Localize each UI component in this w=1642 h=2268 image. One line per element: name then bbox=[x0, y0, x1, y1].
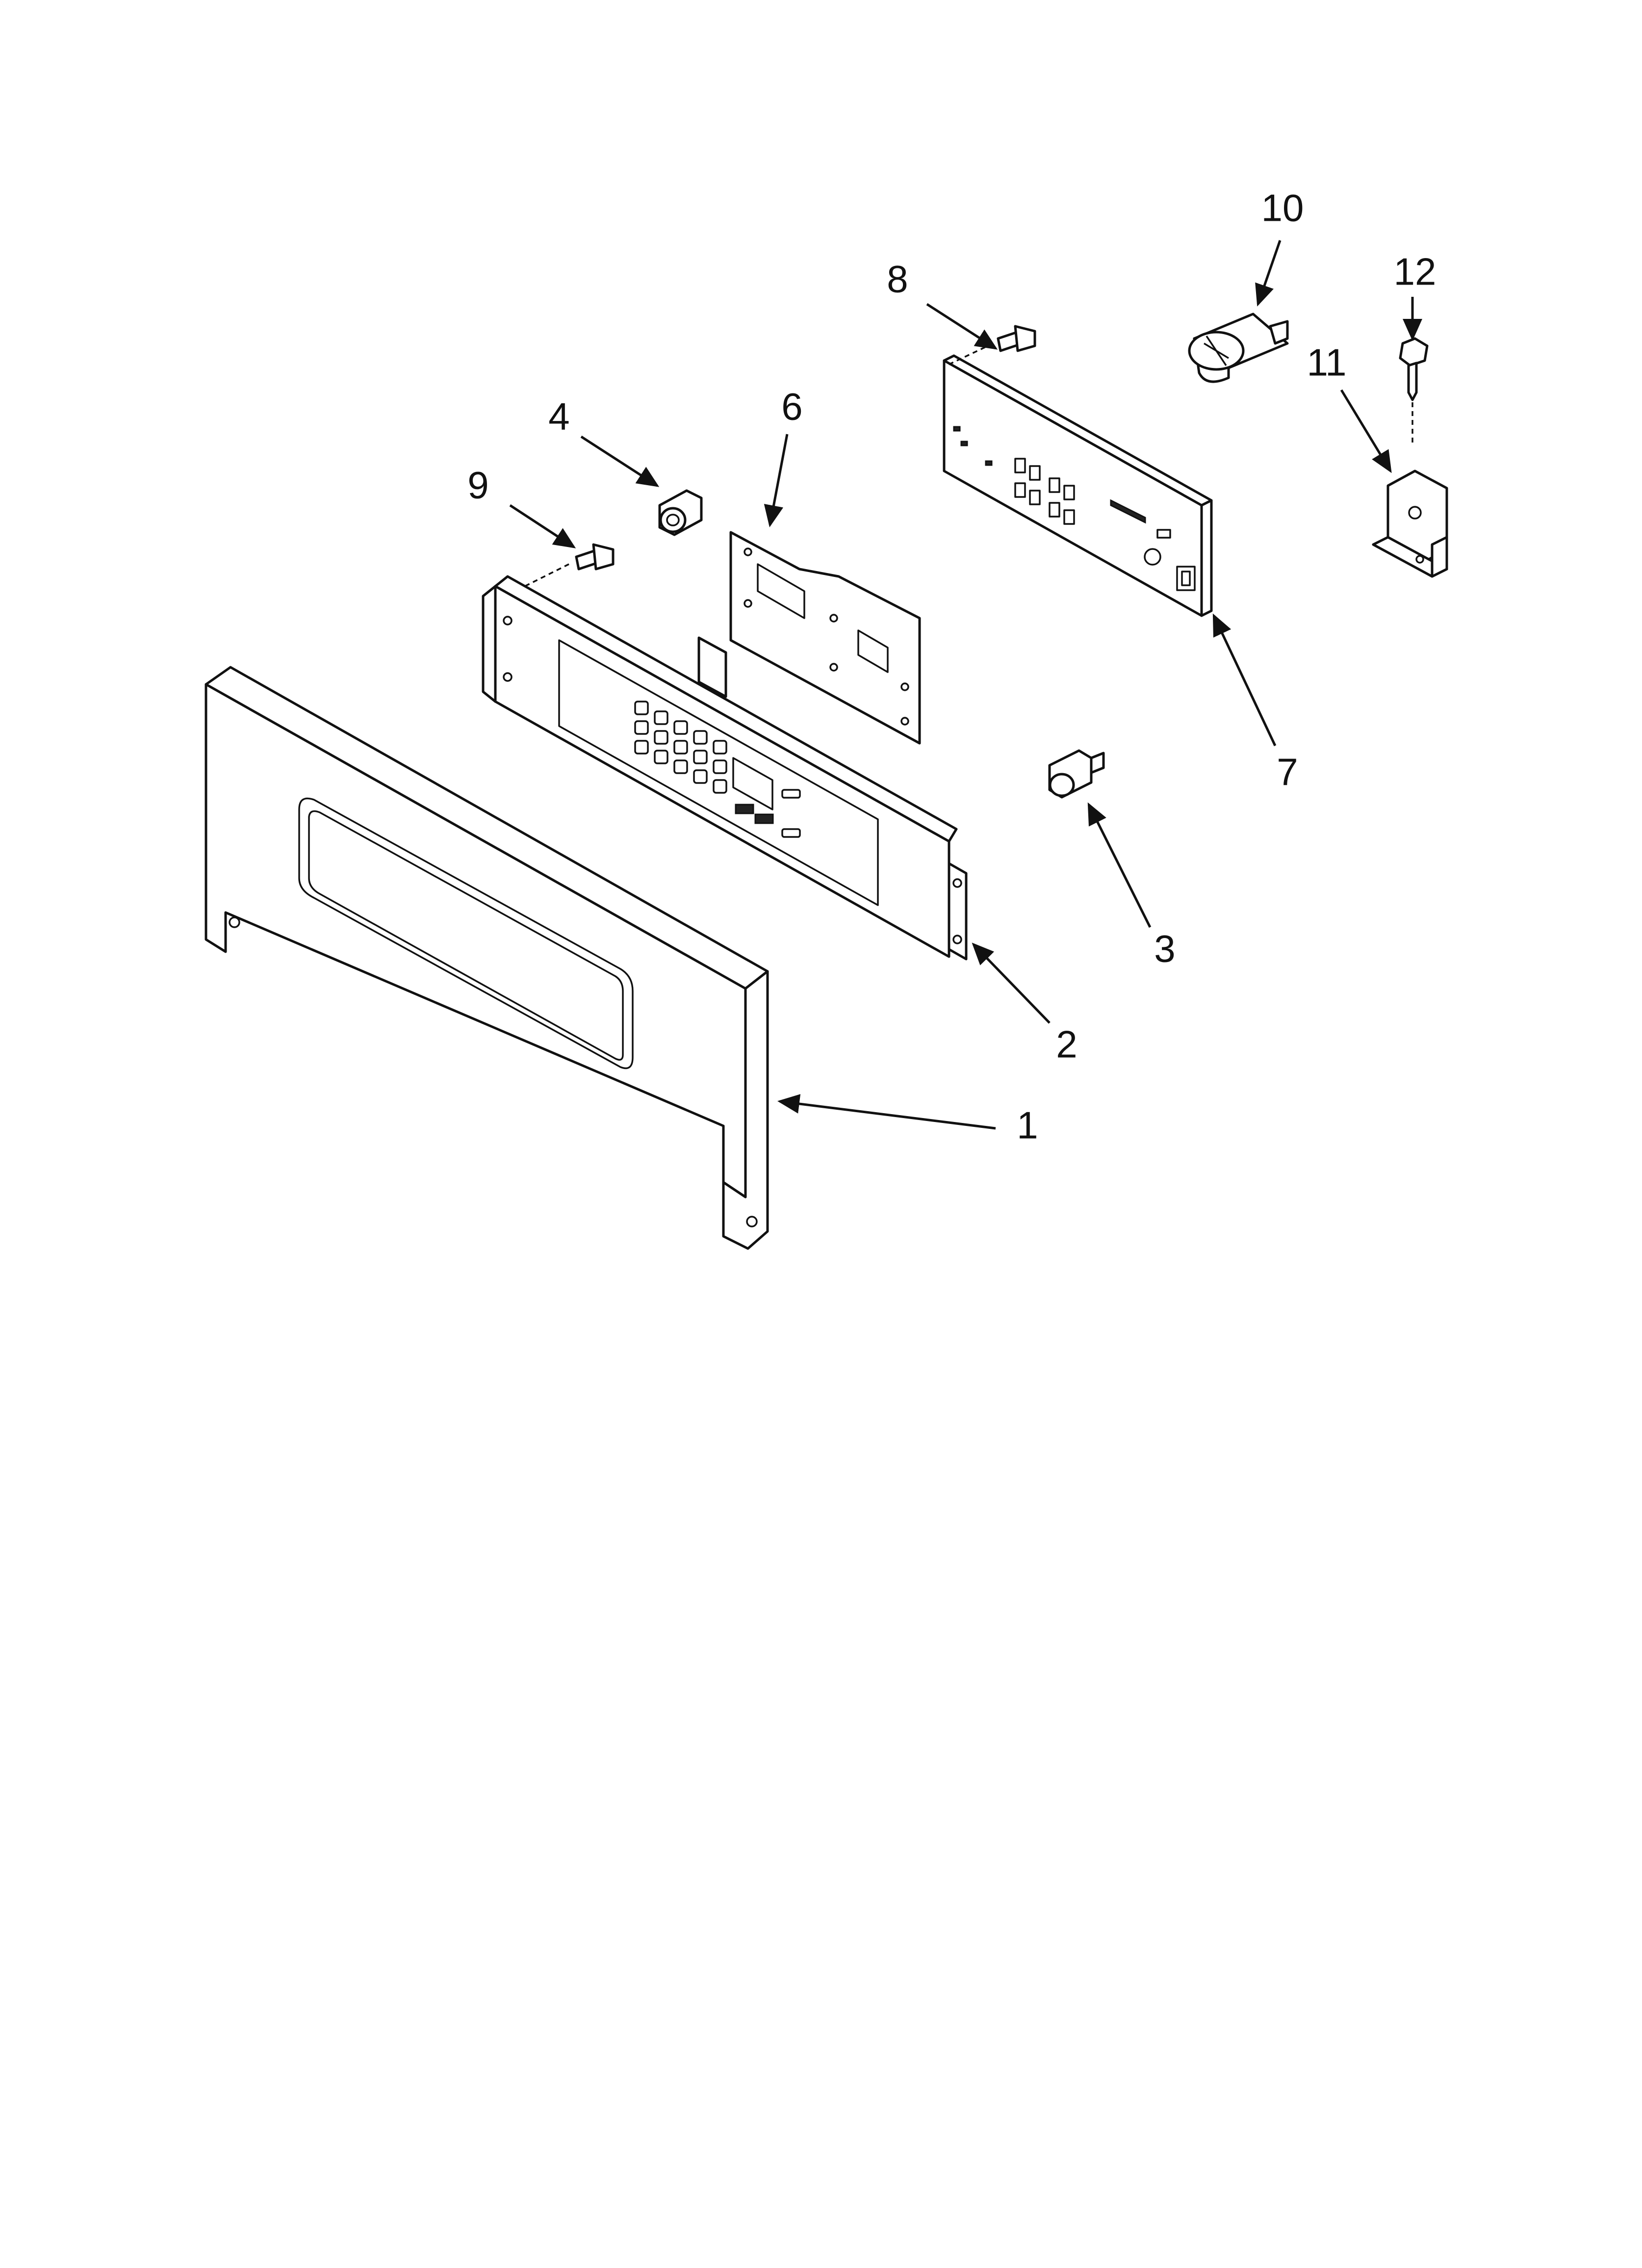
keypad-buttons bbox=[634, 701, 727, 794]
callout-12: 12 bbox=[1394, 250, 1437, 293]
part-12-screw bbox=[1399, 337, 1429, 444]
leader-6 bbox=[764, 434, 789, 527]
display-window bbox=[732, 757, 773, 810]
part-4-spacer bbox=[658, 489, 703, 536]
callout-labels: 1 2 3 4 6 7 8 9 10 11 12 bbox=[467, 186, 1436, 1147]
part-8-screw bbox=[946, 325, 1036, 366]
leader-9 bbox=[509, 504, 576, 548]
callout-7: 7 bbox=[1277, 751, 1298, 794]
part-9-screw bbox=[524, 543, 615, 587]
part-6-insulator-plate bbox=[697, 531, 921, 745]
leader-10 bbox=[1255, 240, 1282, 307]
leader-2 bbox=[972, 942, 1051, 1024]
part-3-standoff bbox=[1048, 749, 1105, 799]
leader-3 bbox=[1087, 802, 1152, 928]
leader-8 bbox=[926, 303, 998, 350]
callout-6: 6 bbox=[781, 385, 802, 428]
callout-9: 9 bbox=[467, 464, 488, 507]
part-2-control-panel-housing bbox=[482, 575, 968, 961]
callout-3: 3 bbox=[1154, 927, 1175, 970]
leader-4 bbox=[580, 435, 660, 487]
callout-8: 8 bbox=[887, 258, 908, 301]
leader-1 bbox=[777, 1094, 996, 1130]
callout-10: 10 bbox=[1261, 186, 1304, 230]
part-11-bracket bbox=[1372, 469, 1448, 578]
callout-11: 11 bbox=[1307, 341, 1347, 384]
part-1-panel-trim bbox=[205, 666, 769, 1250]
leader-11 bbox=[1340, 389, 1392, 473]
callout-2: 2 bbox=[1056, 1023, 1077, 1066]
callout-4: 4 bbox=[548, 395, 569, 438]
callout-1: 1 bbox=[1017, 1104, 1038, 1147]
leader-7 bbox=[1212, 613, 1277, 747]
leader-lines bbox=[509, 240, 1422, 1130]
part-10-cylinder-component bbox=[1188, 313, 1289, 383]
part-7-control-board bbox=[943, 354, 1213, 617]
